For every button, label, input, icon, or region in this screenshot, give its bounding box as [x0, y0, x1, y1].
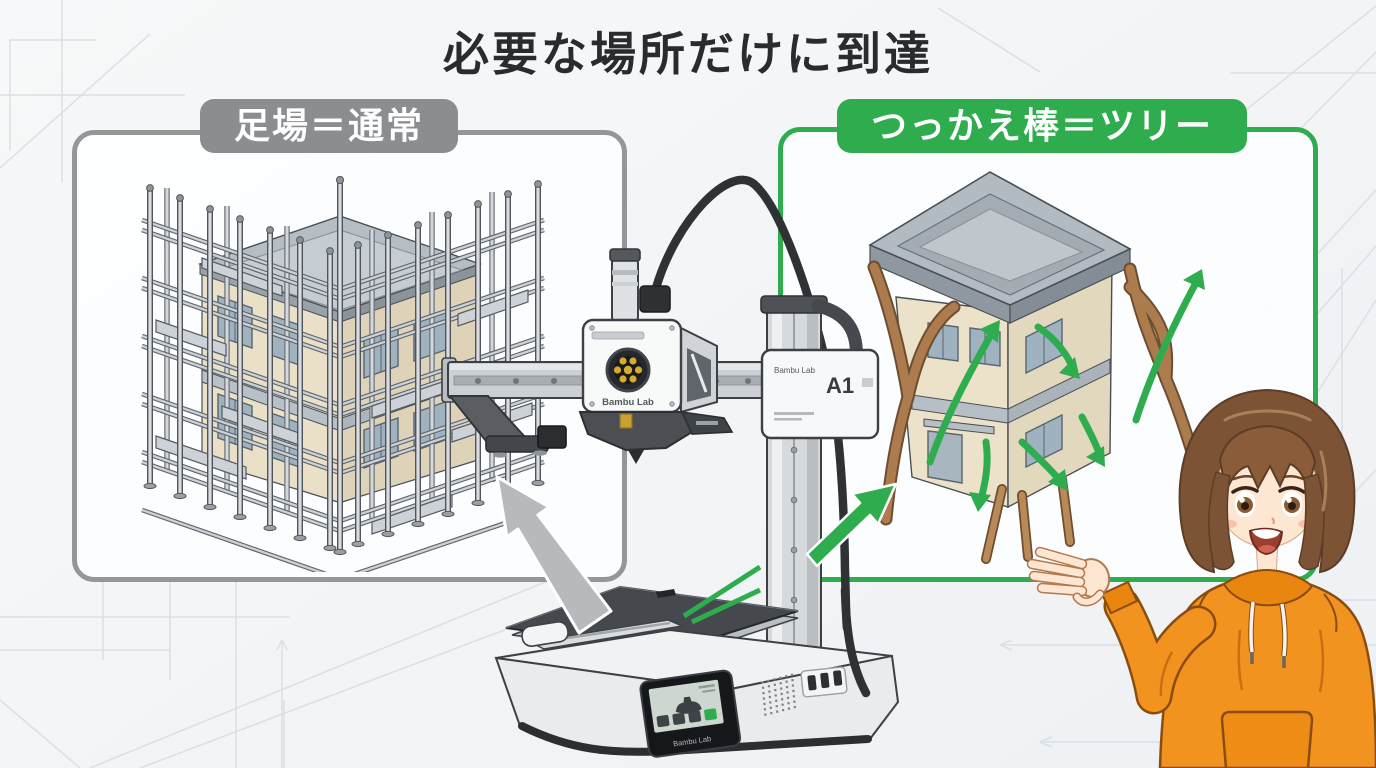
nose: [1271, 517, 1275, 525]
hand: [1026, 546, 1111, 607]
gantry-badge: Bambu Lab A1: [760, 348, 880, 440]
benchy-icon: [675, 696, 702, 714]
scaffolding: [141, 175, 545, 572]
hair-bangs: [1208, 409, 1328, 571]
printer-base: Bambu Lab: [494, 619, 900, 758]
toolhead: Bambu Lab: [578, 248, 734, 464]
tree-support-label: つっかえ棒＝ツリー: [836, 99, 1248, 153]
cable-tail: [840, 585, 871, 698]
scaffold-building-illustration: [141, 175, 545, 572]
screen-menu-icons: [656, 708, 717, 728]
arm: [1100, 580, 1217, 715]
gantry-brand-label: Bambu Lab: [774, 366, 815, 375]
hoodie: [1026, 546, 1376, 768]
drawstrings: [1248, 601, 1288, 668]
speaker-grille: [761, 673, 797, 718]
touchscreen: Bambu Lab: [639, 669, 742, 758]
cuff: [1100, 580, 1139, 615]
hotend-connector-icon: [613, 357, 643, 383]
gantry-model-label: A1: [826, 373, 854, 398]
io-ports: [800, 666, 848, 698]
scaffold-label: 足場＝通常: [199, 99, 459, 153]
tree-support-building-illustration: [867, 171, 1205, 564]
toolhead-brand-label: Bambu Lab: [602, 397, 654, 408]
kangaroo-pocket: [1220, 710, 1314, 768]
page-title: 必要な場所だけに到達: [443, 28, 933, 80]
mouth: [1248, 527, 1284, 556]
bambu-a1-printer-illustration: Bambu Lab A1 Bambu Lab: [441, 175, 900, 758]
eyes: [1231, 475, 1306, 517]
green-arrow-icon: [926, 269, 1205, 512]
presenter-character-illustration: [1026, 388, 1376, 768]
